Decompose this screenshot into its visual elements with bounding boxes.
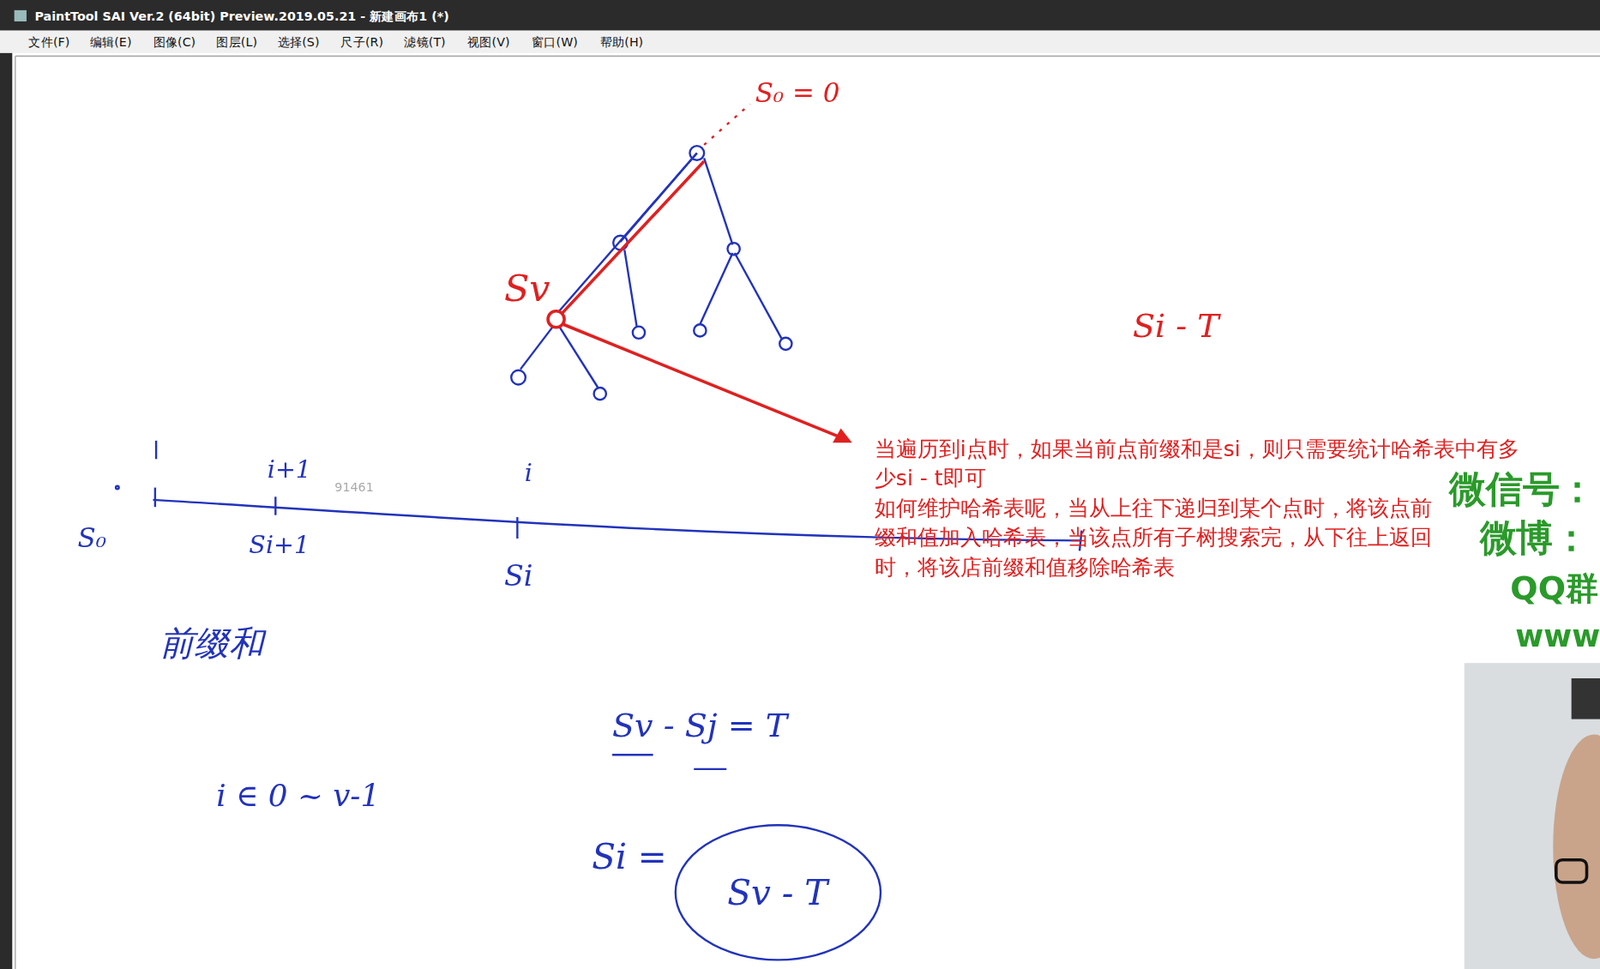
menu-item: 帮助(H) [600,33,644,51]
underline [612,753,654,756]
handwritten-label: 前缀和 [159,619,264,668]
menu-item: 滤镜(T) [403,33,446,51]
underline [693,768,727,770]
handwritten-label: Si+1 [248,530,310,560]
menu-item: 窗口(W) [531,33,578,51]
menu-item: 尺子(R) [340,33,384,51]
menu-item: 视图(V) [467,33,510,51]
path-highlight [561,161,705,314]
handwritten-label: S₀ = 0 [755,77,841,109]
canvas-border [15,55,1600,57]
app-icon [14,10,27,22]
handwritten-label: i ∈ 0 ~ v-1 [216,776,380,813]
menu-item: 文件(F) [28,33,70,51]
menu-item: 编辑(E) [90,33,133,51]
menu-item: 图像(C) [153,33,197,51]
handwritten-label: Sv [504,267,551,310]
callout-arrow [563,324,839,437]
handwritten-label: S₀ [77,522,107,554]
handwritten-label: Si [504,559,533,593]
watermark: 微博： [1479,514,1591,565]
menu-item: 选择(S) [277,33,320,51]
note-text: 当遍历到i点时，如果当前点前缀和是si，则只需要统计哈希表中有多少si - t即… [874,434,1539,494]
left-frame [0,53,13,969]
handwritten-label: Sv - Sj = T [612,705,788,745]
note-text: 如何维护哈希表呢，当从上往下递归到某个点时，将该点前缀和值加入哈希表，当该点所有… [874,493,1441,583]
arrow-head [832,428,853,444]
current-node-mark [547,311,565,328]
menu-bar [0,30,1600,54]
handwritten-label: Si = [591,836,667,878]
node-text: Sv - T [727,872,828,914]
webcam-overlay [1464,662,1600,969]
watermark: 91461 [334,480,373,495]
title-bar [0,0,1600,31]
canvas-border [14,55,16,969]
window-title: PaintTool SAI Ver.2 (64bit) Preview.2019… [34,8,449,26]
handwritten-label: i [524,458,533,488]
handwritten-label: Si - T [1132,306,1220,345]
circled-expression: Sv - T [673,823,883,963]
watermark: 微信号： [1449,464,1596,515]
menu-item: 图层(L) [216,33,258,51]
dotted-root-link [703,103,751,145]
handwritten-label: i+1 [267,455,312,484]
watermark: www [1515,618,1600,655]
watermark: QQ群 [1509,566,1599,612]
